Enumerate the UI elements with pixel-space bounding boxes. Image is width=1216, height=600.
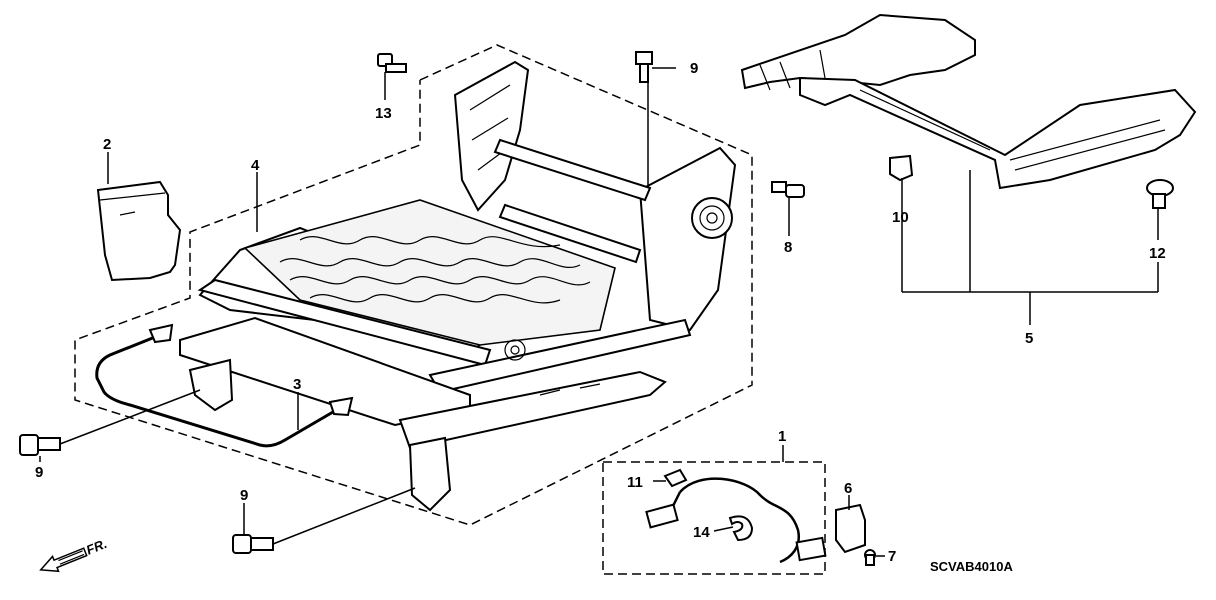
callout-6: 6 <box>844 480 852 497</box>
part-3-wire <box>95 333 346 448</box>
callout-5: 5 <box>1025 330 1033 347</box>
callout-9-left: 9 <box>35 464 43 481</box>
part-13-bolt <box>377 53 407 73</box>
part-9-bolt-bottom <box>232 534 274 554</box>
callout-7: 7 <box>888 548 896 565</box>
leader-lines <box>39 67 1159 557</box>
callout-4: 4 <box>251 157 260 174</box>
callout-11: 11 <box>627 474 643 491</box>
front-direction-arrow: FR. <box>39 536 109 573</box>
part-8-bolt <box>771 181 805 198</box>
recliner-mechanism <box>691 197 733 239</box>
callout-9-bottom: 9 <box>240 487 248 504</box>
callout-12: 12 <box>1149 245 1166 262</box>
callout-1: 1 <box>778 428 786 445</box>
front-direction-label: FR. <box>84 536 109 558</box>
callout-3: 3 <box>293 376 301 393</box>
callout-14: 14 <box>693 524 710 541</box>
callout-2: 2 <box>103 136 111 153</box>
callout-9-upper: 9 <box>690 60 698 77</box>
part-9-bolt-left <box>19 434 61 456</box>
callout-10: 10 <box>892 209 909 226</box>
drawing-code: SCVAB4010A <box>930 559 1013 574</box>
assembly-4-frame <box>74 44 753 526</box>
part-9-bolt-upper <box>635 51 653 83</box>
part-11-clip <box>663 468 688 488</box>
seat-frame <box>179 60 737 512</box>
part-5-trim-cover <box>740 13 1197 190</box>
part-10-clip <box>889 154 914 182</box>
part-6-bracket <box>835 503 866 554</box>
part-2-cover <box>96 180 182 282</box>
callout-8: 8 <box>784 239 792 256</box>
part-1-harness <box>645 477 827 564</box>
callout-13: 13 <box>375 105 392 122</box>
part-12-clip <box>1146 179 1174 209</box>
part-7-screw <box>864 549 876 566</box>
